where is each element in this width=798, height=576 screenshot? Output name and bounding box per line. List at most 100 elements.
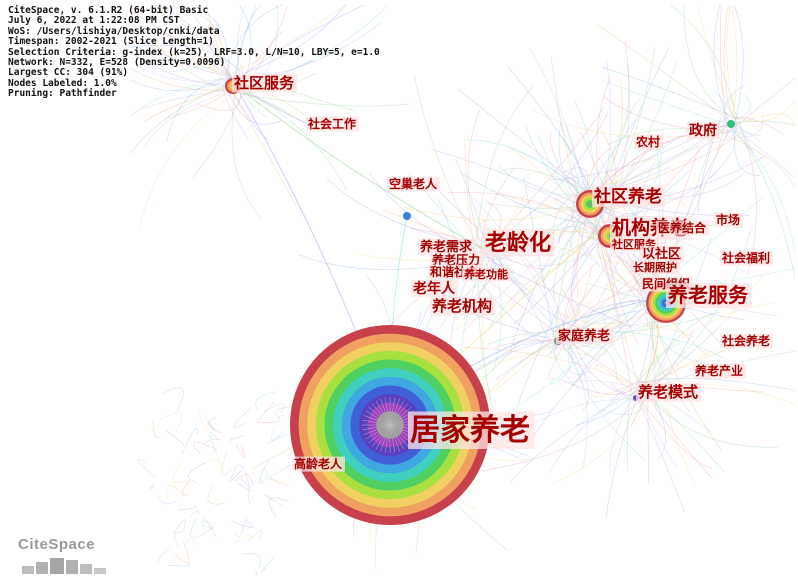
network-edge: [713, 4, 735, 133]
network-edge: [229, 469, 242, 482]
network-edge: [529, 48, 590, 210]
network-edge: [482, 394, 647, 471]
info-line-pruning: Pruning: Pathfinder: [8, 88, 117, 100]
network-edge: [723, 4, 733, 116]
network-edge: [144, 92, 226, 147]
network-edge: [153, 4, 236, 84]
network-edge: [554, 213, 581, 348]
network-edge: [509, 191, 588, 351]
label-shehui-fuli: 社会福利: [720, 250, 773, 266]
network-edge: [637, 397, 685, 512]
label-yanglao-chanye-bg: [693, 363, 746, 379]
network-edge: [565, 339, 646, 461]
node-jujia-yanglao-spoke: [365, 410, 391, 426]
network-edge: [639, 396, 677, 466]
network-edge: [138, 91, 240, 228]
label-kongchao-laoren: 空巢老人: [387, 176, 440, 192]
network-edge: [571, 307, 644, 387]
info-line-nodes-labeled: Nodes Labeled: 1.0%: [8, 77, 117, 89]
network-edge: [413, 73, 484, 255]
logo-bars-icon: [22, 558, 106, 574]
label-shichang: 市场: [714, 212, 743, 228]
network-edge: [562, 345, 588, 469]
network-edge: [591, 46, 656, 235]
node-jujia-yanglao-spoke: [362, 424, 391, 431]
network-edge: [234, 474, 253, 486]
node-zhengfu[interactable]: [727, 120, 735, 128]
network-edge: [263, 403, 285, 414]
node-jujia-yanglao-spoke: [368, 424, 391, 444]
network-edge: [563, 347, 601, 395]
network-edge: [149, 483, 155, 489]
network-edge: [553, 197, 644, 293]
network-edge: [403, 204, 581, 221]
network-edge: [481, 248, 578, 328]
network-edge: [231, 87, 348, 191]
label-shehui-gongzuo-bg: [306, 116, 359, 132]
network-edge: [515, 297, 645, 408]
node-jujia-yanglao-spoke: [375, 424, 391, 450]
network-edge: [159, 412, 182, 432]
label-yi-yang-jiehe-text: 医养结合: [658, 220, 707, 235]
label-gaoling-laoren-text: 高龄老人: [294, 456, 343, 471]
network-edge: [255, 569, 258, 576]
label-shehui-fuli-bg: [720, 250, 773, 266]
network-edge: [129, 67, 236, 91]
network-edge: [136, 459, 156, 478]
network-edge: [493, 107, 605, 242]
network-edge: [129, 45, 245, 76]
network-edge: [602, 307, 648, 387]
network-edge: [648, 393, 725, 472]
network-edge: [602, 66, 739, 119]
label-yi-shequ: 以社区: [640, 245, 684, 262]
network-edge: [490, 243, 502, 371]
network-edge: [156, 494, 177, 505]
network-edge: [207, 485, 226, 505]
network-labels: 居家养老社区服务社会工作空巢老人老龄化养老需求养老压力和谐社会养老功能老年人养老…: [232, 73, 773, 472]
network-edge: [255, 391, 278, 411]
label-zhengfu-bg: [687, 121, 720, 140]
network-edge: [738, 93, 752, 120]
node-jujia-yanglao-spoke: [389, 424, 409, 447]
network-edge: [591, 209, 639, 385]
node-jujia-yanglao-spoke: [389, 403, 409, 426]
network-edge: [548, 341, 567, 380]
label-nongcun-bg: [634, 134, 663, 150]
network-edge: [591, 382, 634, 398]
info-line-software: CiteSpace, v. 6.1.R2 (64-bit) Basic: [8, 5, 209, 16]
network-edge: [598, 97, 641, 195]
network-edge: [202, 520, 218, 539]
network-edge: [577, 226, 644, 293]
network-edge: [231, 83, 263, 220]
network-edge: [164, 429, 185, 446]
label-yi-yang-jiehe: 医养结合: [656, 220, 709, 236]
network-edge: [487, 331, 555, 345]
label-zhengfu-text: 政府: [689, 122, 717, 139]
node-kongchao-laoren[interactable]: [403, 212, 411, 220]
logo-text: CiteSpace: [18, 536, 96, 553]
label-shequ-yanglao: 社区养老: [592, 185, 666, 208]
network-edge: [603, 128, 726, 185]
network-edge: [513, 236, 601, 325]
network-edge: [129, 76, 232, 92]
network-edge: [181, 4, 230, 77]
label-shehui-gongzuo: 社会工作: [306, 116, 359, 132]
label-yanglao-gongneng-bg: [462, 267, 511, 282]
label-yanglao-fuwu: 养老服务: [666, 283, 752, 308]
label-yi-shequ-text: 以社区: [642, 246, 681, 262]
network-edge: [517, 239, 601, 405]
network-edge: [480, 166, 516, 251]
label-yanglao-moshi-bg: [636, 382, 702, 402]
network-edge: [129, 60, 237, 82]
label-yanglao-jigou-bg: [430, 296, 496, 316]
label-shequ-yanglao-bg: [592, 185, 666, 208]
network-edge: [223, 80, 249, 140]
network-edge: [225, 4, 283, 78]
node-jujia-yanglao-spoke: [389, 397, 396, 426]
network-edge: [525, 125, 604, 236]
network-edge: [209, 432, 219, 456]
network-edge: [735, 100, 796, 122]
citespace-logo: CiteSpace: [14, 536, 124, 576]
network-edge: [723, 84, 746, 121]
label-kongchao-laoren-bg: [387, 176, 440, 192]
